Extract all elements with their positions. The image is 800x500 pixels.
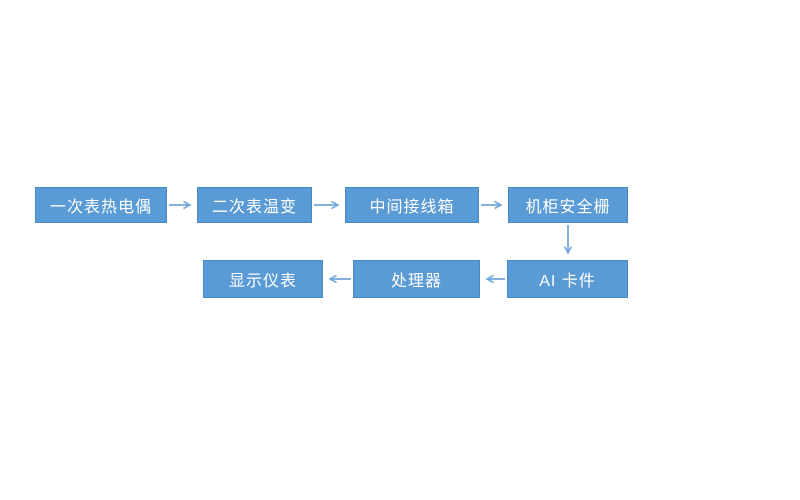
node-primary-thermocouple[interactable]: 一次表热电偶	[35, 187, 167, 223]
node-label: AI 卡件	[539, 273, 596, 290]
node-ai-card[interactable]: AI 卡件	[507, 260, 628, 298]
node-intermediate-junction-box[interactable]: 中间接线箱	[345, 187, 479, 223]
node-display-instrument[interactable]: 显示仪表	[203, 260, 323, 298]
node-label: 中间接线箱	[369, 199, 455, 216]
node-label: 显示仪表	[228, 273, 297, 290]
node-label: 二次表温变	[211, 199, 297, 216]
node-label: 机柜安全栅	[525, 199, 611, 216]
node-secondary-transmitter[interactable]: 二次表温变	[197, 187, 312, 223]
node-processor[interactable]: 处理器	[353, 260, 480, 298]
node-cabinet-safety-barrier[interactable]: 机柜安全栅	[508, 187, 628, 223]
node-label: 处理器	[390, 273, 442, 290]
node-label: 一次表热电偶	[49, 199, 152, 216]
